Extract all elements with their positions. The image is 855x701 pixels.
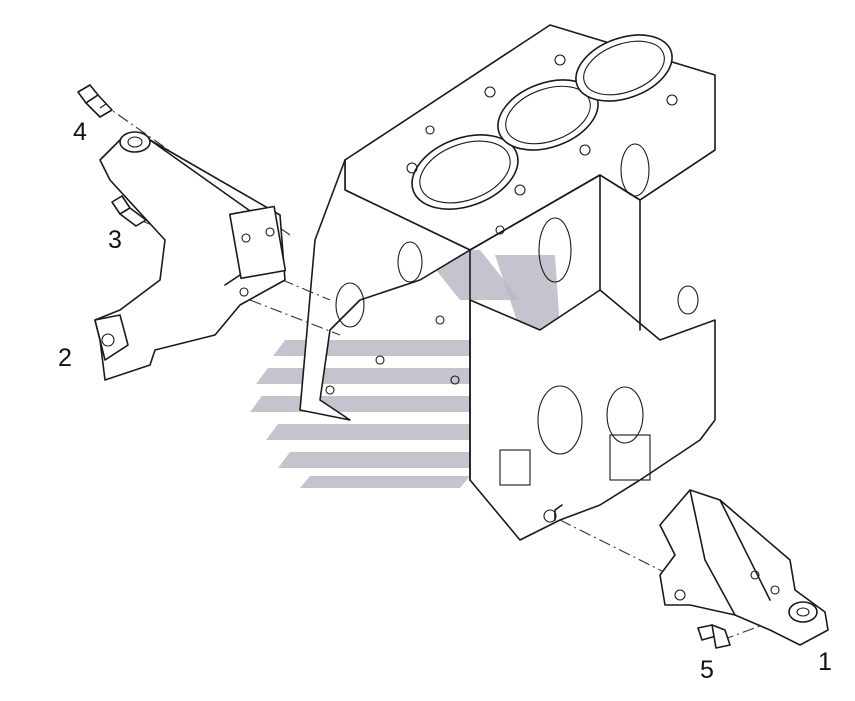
engine-block <box>299 24 716 541</box>
bracket-2-part <box>94 131 287 381</box>
callout-4: 4 <box>73 118 87 146</box>
callout-2: 2 <box>58 344 72 372</box>
bolt-3-part <box>111 195 147 227</box>
bracket-1-part <box>659 489 829 646</box>
bolt-4-part <box>77 84 113 118</box>
callout-5: 5 <box>700 656 714 684</box>
callout-1: 1 <box>818 648 832 676</box>
bolt-5-part <box>697 624 731 649</box>
callout-3: 3 <box>108 226 122 254</box>
